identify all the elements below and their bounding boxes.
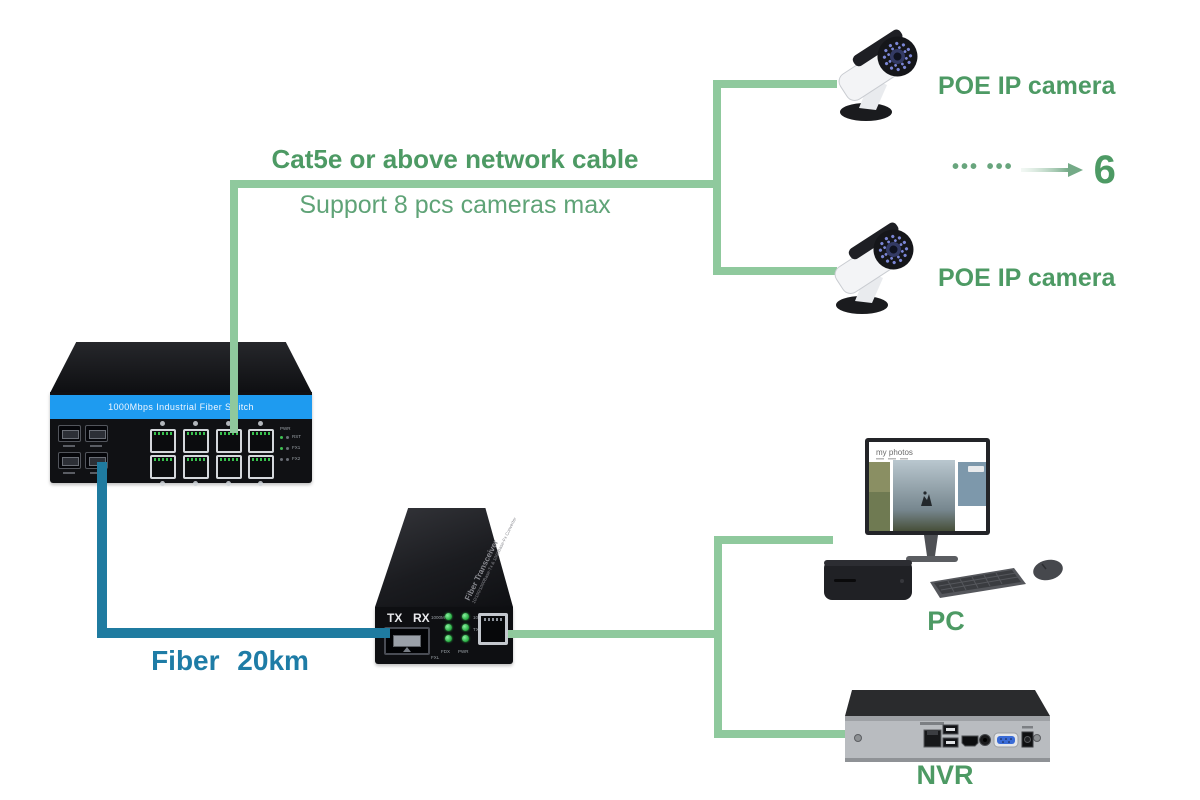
port-number-dot [193, 481, 198, 486]
cable-converter-out [508, 630, 718, 638]
switch-model-stripe: 1000Mbps Industrial Fiber Switch [50, 395, 312, 419]
cable-pc-nvr-trunk [714, 536, 722, 738]
switch-top-face [50, 342, 312, 393]
converter-rj45-port [478, 613, 508, 645]
fiber-cable-vertical [97, 462, 107, 635]
media-converter-device: Fiber Transceiver 10/100/1000Base-Tx & 1… [375, 506, 517, 664]
led-icon [280, 435, 283, 439]
led-icon [280, 446, 283, 450]
support-label: Support 8 pcs cameras max [299, 191, 611, 219]
cable-to-camera-1 [713, 80, 837, 88]
nvr-ports [920, 722, 1034, 748]
port-number-dot [160, 481, 165, 486]
switch-rj45-port [183, 455, 209, 479]
sfp-tag-mark [90, 445, 102, 447]
cable-to-camera-2 [713, 267, 837, 275]
port-number-dot [226, 421, 231, 426]
switch-front-panel: 1000Mbps Industrial Fiber Switch [50, 392, 312, 486]
port-number-dot [258, 421, 263, 426]
cable-cat5e-vertical [230, 183, 238, 433]
cable-cat5e-horizontal [230, 180, 719, 188]
led-label-pwr: PWR [458, 649, 469, 654]
led-icon [462, 635, 469, 642]
cable-to-nvr [714, 730, 845, 738]
switch-rj45-port [216, 455, 242, 479]
camera-2-label: POE IP camera [938, 264, 1116, 292]
fiber-switch-device: 1000Mbps Industrial Fiber Switch [50, 342, 312, 486]
switch-sfp-port [58, 425, 81, 442]
poe-camera-2-illustration [834, 222, 914, 314]
converter-sfp-port [384, 627, 430, 655]
led-label-rst: RST [292, 434, 301, 439]
led-label-pwr: PWR [280, 426, 291, 431]
poe-camera-1-illustration [838, 29, 918, 121]
arrow-right-icon [1020, 163, 1083, 177]
pc-label: PC [927, 606, 965, 636]
cable-camera-trunk [713, 80, 721, 275]
tx-label: TX [387, 611, 403, 625]
led-label-txl: TXL [473, 627, 481, 632]
port-number-dot [226, 481, 231, 486]
switch-sfp-port [85, 425, 108, 442]
led-icon [445, 635, 452, 642]
led-icon [462, 613, 469, 620]
converter-front-panel: TX RX 1000M 100M TXL FXL FDX PWR [375, 607, 513, 664]
led-label-fx1: FX1 [292, 445, 301, 450]
led-label-fdx: FDX [441, 649, 450, 654]
mini-pc [824, 560, 912, 600]
port-number-dot [193, 421, 198, 426]
switch-rj45-port [248, 455, 274, 479]
led-icon [445, 613, 452, 620]
sfp-tag-mark [63, 445, 75, 447]
switch-rj45-port [150, 429, 176, 453]
ellipsis-dots: ••• ••• [952, 155, 1014, 178]
switch-rj45-port [150, 455, 176, 479]
camera-count: 6 [1093, 148, 1116, 192]
led-label-fx2: FX2 [292, 456, 301, 461]
switch-rj45-port [216, 429, 242, 453]
nvr-label: NVR [916, 760, 974, 790]
led-icon [286, 446, 289, 450]
port-number-dot [160, 421, 165, 426]
fiber-cable-horizontal [97, 628, 390, 638]
switch-rj45-port [248, 429, 274, 453]
sfp-tag-mark [63, 472, 75, 474]
rx-label: RX [413, 611, 430, 625]
led-icon [280, 457, 283, 461]
mouse [1033, 559, 1063, 581]
pc-screen-title: my photos [876, 448, 913, 457]
switch-sfp-port [58, 452, 81, 469]
keyboard [930, 568, 1026, 598]
led-icon [462, 624, 469, 631]
more-cameras-annotation: ••• ••• 6 [952, 150, 1116, 190]
led-label-fxl: FXL [431, 655, 440, 660]
nvr-illustration [845, 690, 1050, 762]
cable-to-pc [714, 536, 833, 544]
cat5e-label: Cat5e or above network cable [271, 144, 639, 174]
switch-led-panel: PWR RST FX1 FX2 [280, 425, 310, 466]
pc-illustration: my photos [824, 438, 1063, 600]
led-icon [445, 624, 452, 631]
switch-rj45-port [183, 429, 209, 453]
led-icon [286, 435, 289, 439]
sfp-tag-mark [90, 472, 102, 474]
port-number-dot [258, 481, 263, 486]
led-label-1000m: 1000M [431, 615, 445, 620]
fiber-label: Fiber 20km [151, 645, 309, 676]
led-icon [286, 457, 289, 461]
camera-1-label: POE IP camera [938, 72, 1116, 100]
